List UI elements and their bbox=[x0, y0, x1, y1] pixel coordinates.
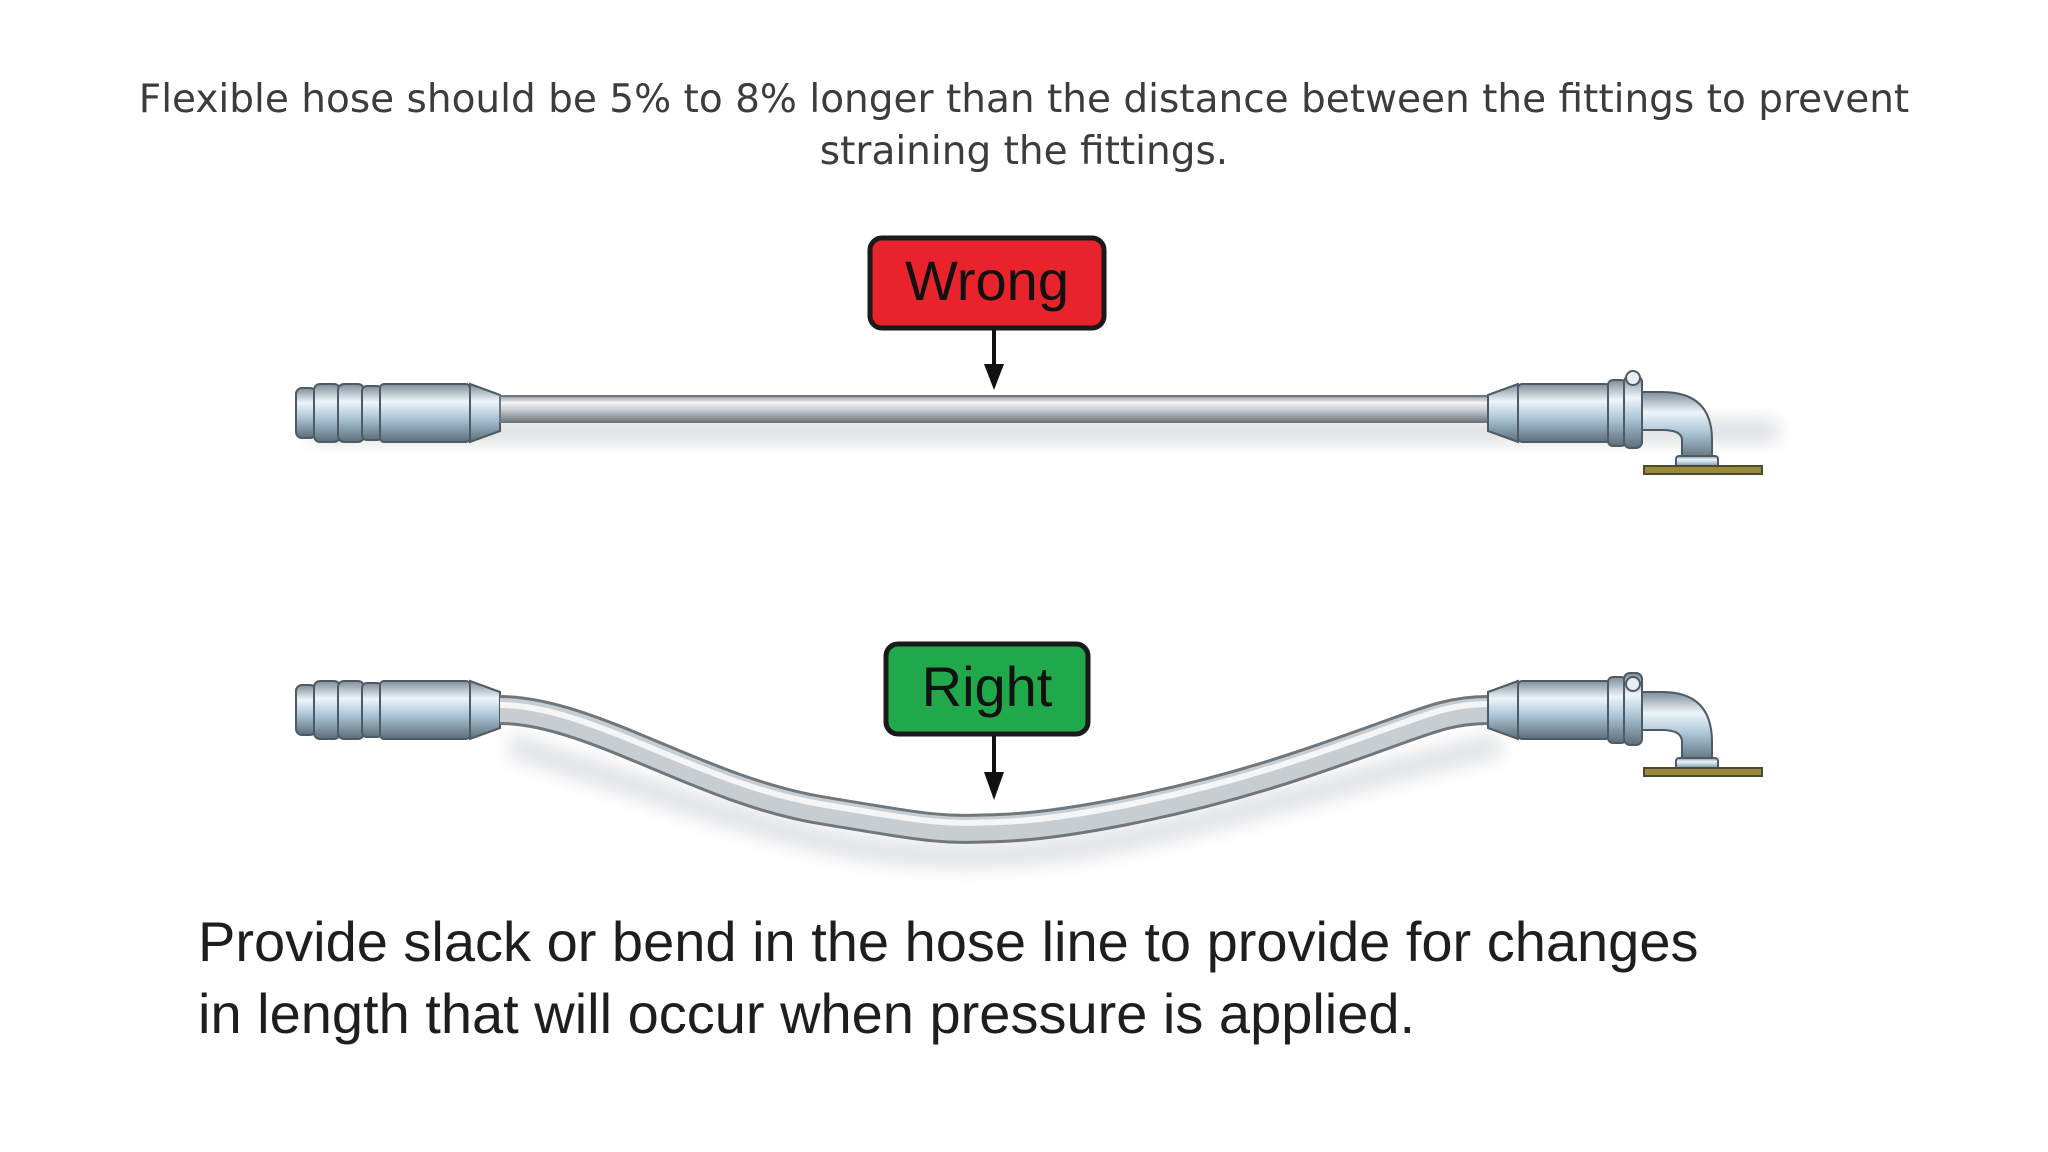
right-label: Right bbox=[883, 641, 1091, 800]
bent-hose-highlight bbox=[499, 701, 1489, 826]
caption-line-1: Provide slack or bend in the hose line t… bbox=[198, 910, 1699, 973]
right-elbow-fitting bbox=[1487, 672, 1763, 777]
right-label-text: Right bbox=[922, 655, 1053, 718]
right-elbow-fitting bbox=[1487, 370, 1763, 475]
left-fitting bbox=[295, 679, 501, 741]
slide-heading: Flexible hose should be 5% to 8% longer … bbox=[120, 74, 1928, 178]
figure-caption: Provide slack or bend in the hose line t… bbox=[198, 906, 1898, 1050]
bent-hose-shadow bbox=[506, 733, 1503, 868]
heading-line-1: Flexible hose should be 5% to 8% longer … bbox=[138, 77, 1910, 122]
straight-hose bbox=[499, 395, 1489, 423]
right-label-box bbox=[883, 641, 1091, 737]
hose-shadow bbox=[310, 420, 1780, 442]
wrong-arrowhead bbox=[984, 364, 1004, 390]
caption-line-2: in length that will occur when pressure … bbox=[198, 982, 1416, 1045]
bent-hose bbox=[499, 698, 1489, 841]
mount-plate bbox=[1643, 465, 1763, 475]
right-example: Right bbox=[295, 641, 1763, 868]
left-fitting bbox=[295, 382, 501, 444]
wrong-label: Wrong bbox=[867, 235, 1107, 390]
heading-line-2: straining the fittings. bbox=[819, 129, 1229, 174]
mount-plate bbox=[1643, 767, 1763, 777]
wrong-label-text: Wrong bbox=[905, 249, 1069, 312]
right-arrowhead bbox=[984, 772, 1004, 800]
wrong-example: Wrong bbox=[295, 235, 1780, 475]
wrong-label-box bbox=[867, 235, 1107, 331]
